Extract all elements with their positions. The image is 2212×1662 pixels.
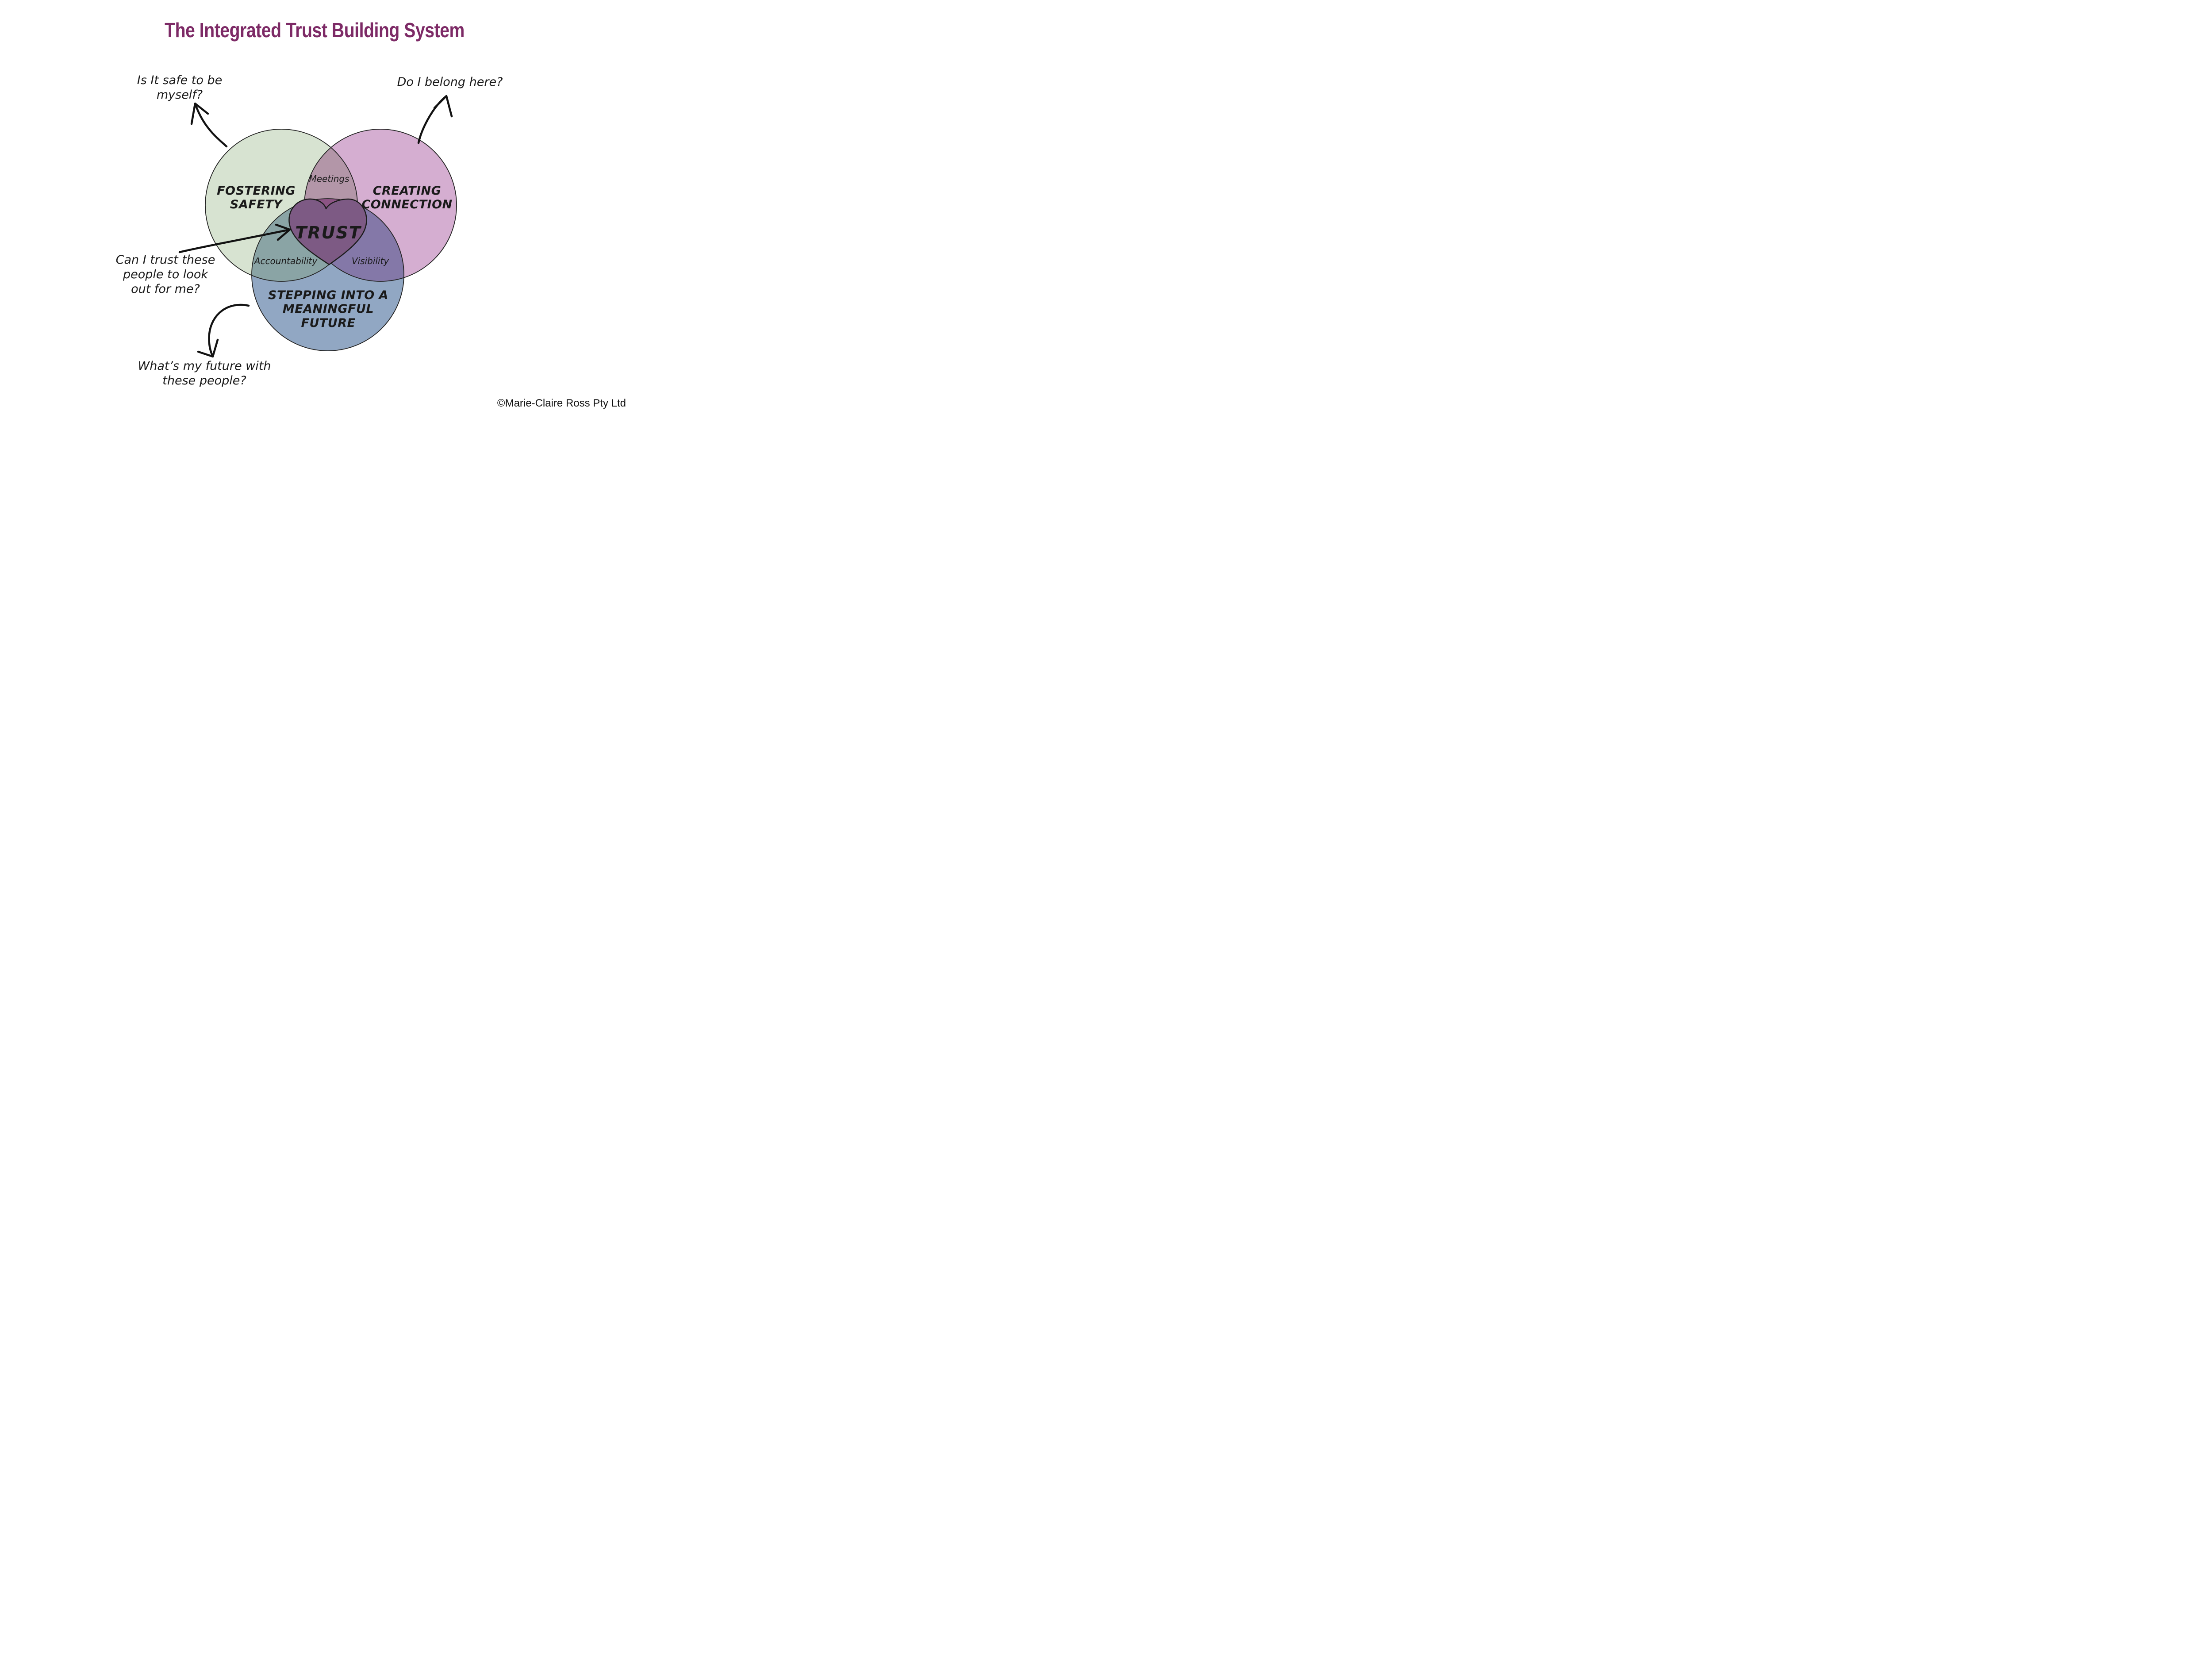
trust-question: Can I trust these people to look out for… xyxy=(115,253,215,296)
arrow-connection xyxy=(417,95,453,144)
arrow-safety xyxy=(190,102,228,148)
connection-question: Do I belong here? xyxy=(397,75,503,89)
label-meetings: Meetings xyxy=(309,173,349,184)
label-visibility: Visibility xyxy=(351,256,389,266)
circle-future-outline xyxy=(251,198,404,351)
arrow-future xyxy=(197,303,250,358)
label-trust: TRUST xyxy=(295,223,361,242)
arrow-trust xyxy=(178,223,291,253)
venn-diagram xyxy=(178,95,457,358)
label-accountability: Accountability xyxy=(254,256,318,266)
label-fostering-safety: FOSTERING SAFETY xyxy=(217,184,296,212)
safety-question: Is It safe to be myself? xyxy=(137,73,223,102)
copyright-notice: ©Marie-Claire Ross Pty Ltd xyxy=(497,397,626,409)
page: The Integrated Trust Building System Is … xyxy=(0,0,639,415)
trust-heart xyxy=(288,198,367,265)
label-creating-connection: CREATING CONNECTION xyxy=(361,184,453,212)
future-question: What’s my future with these people? xyxy=(138,359,271,388)
label-stepping-future: STEPPING INTO A MEANINGFUL FUTURE xyxy=(268,288,388,330)
page-title: The Integrated Trust Building System xyxy=(165,19,465,42)
